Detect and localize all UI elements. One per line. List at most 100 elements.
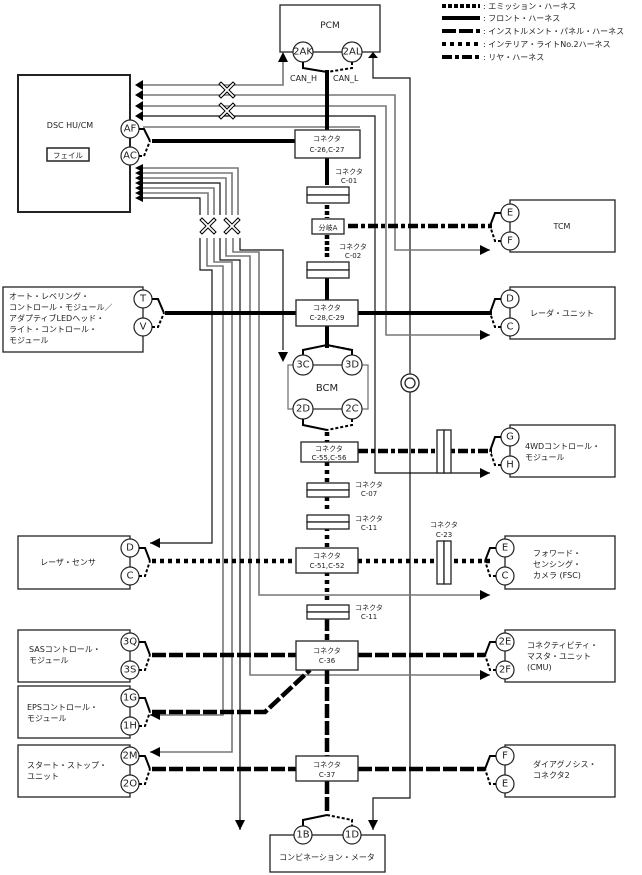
startstop-label-line: スタート・ストップ・: [27, 761, 107, 770]
can-bus-trunk: [152, 70, 492, 812]
cmu-pin-2f-label: 2F: [499, 665, 511, 676]
eps-ip-run: [152, 668, 312, 715]
legend-label-front: : フロント・ハーネス: [483, 14, 560, 23]
fsc-pin-e-label: E: [502, 543, 508, 554]
diag-label-line: ダイアグノシス・: [533, 759, 596, 769]
connector-title: コネクタ: [339, 242, 367, 251]
cmu-label-line: (CMU): [527, 663, 552, 672]
connector-title: コネクタ: [313, 134, 341, 143]
connector-c11-upper[interactable]: コネクタ C-11: [306, 514, 383, 532]
connector-c23[interactable]: コネクタ C-23: [430, 520, 458, 585]
can-l-label: CAN_L: [333, 74, 359, 83]
x-mark-icon: [199, 217, 217, 235]
laser-pin-c-label: C: [127, 571, 134, 582]
eps-pin-1h-label: 1H: [123, 721, 137, 732]
eps-label-line: EPSコントロール・: [27, 703, 98, 712]
start-stop-unit-module[interactable]: スタート・ストップ・ ユニット 2M 2O: [17, 744, 151, 798]
connector-code: C-37: [319, 771, 335, 779]
connector-code: C-02: [345, 252, 361, 260]
meter-pin-1b[interactable]: [293, 825, 313, 845]
connector-c51-c52[interactable]: コネクタ C-51,C-52: [295, 547, 359, 574]
legend-label-instrument-panel: : インストルメント・パネル・ハーネス: [483, 27, 624, 36]
meter-pin-1b-label: 1B: [296, 830, 309, 841]
sas-control-module[interactable]: SASコントロール・ モジュール 3Q 3S: [17, 629, 151, 683]
fsc-label-line: カメラ (FSC): [533, 571, 581, 580]
bcm-pin-3d[interactable]: [341, 354, 363, 376]
laser-sensor-module[interactable]: レーザ・センサ D C: [17, 535, 151, 590]
connector-c01[interactable]: コネクタ C-01: [306, 167, 363, 204]
pcm-label: PCM: [320, 21, 339, 31]
leveling-label-line: コントロール・モジュール／: [9, 303, 112, 312]
connector-c55-c56[interactable]: コネクタ C-55,C-56: [300, 441, 359, 463]
disconnect-marks: [199, 81, 241, 235]
startstop-label-line: ユニット: [27, 772, 59, 781]
connector-c02[interactable]: コネクタ C-02: [306, 242, 367, 279]
laser-pin-d-label: D: [126, 543, 134, 554]
diagnosis-connector-2-module[interactable]: ダイアグノシス・ コネクタ2 F E: [484, 744, 616, 798]
bcm-pin-2c-label: 2C: [345, 404, 358, 415]
fail-badge: [46, 147, 90, 162]
pcm-pin-2al-label: 2AL: [343, 47, 362, 58]
legend-label-interior-light: : インテリア・ライトNo.2ハーネス: [483, 40, 611, 49]
awd-pin-h-label: H: [506, 460, 514, 471]
auto-leveling-module[interactable]: オート・レベリング・ コントロール・モジュール／ アダプティブLEDヘッド・ ラ…: [2, 286, 165, 353]
connector-code: C-26,C-27: [310, 146, 345, 154]
leveling-label-line: ライト・コントロール・: [9, 325, 97, 334]
eps-pin-1g-label: 1G: [123, 693, 137, 704]
eps-control-module[interactable]: EPSコントロール・ モジュール 1G 1H: [17, 685, 151, 739]
branch-a[interactable]: 分岐A: [311, 218, 345, 235]
connector-title: コネクタ: [430, 520, 458, 529]
bcm-pin-3d-label: 3D: [345, 360, 359, 371]
startstop-pin-2o-label: 2O: [123, 779, 137, 790]
connector-c07[interactable]: コネクタ C-07: [306, 480, 383, 498]
x-mark-icon: [223, 217, 241, 235]
connector-c11-lower[interactable]: コネクタ C-11: [306, 603, 383, 621]
fsc-label-line: センシング・: [533, 559, 581, 569]
bcm-label: BCM: [316, 383, 338, 394]
radar-unit-module[interactable]: レーダ・ユニット D C: [489, 286, 616, 340]
dsc-hu-cm-module[interactable]: DSC HU/CM フェイル AF AC: [17, 74, 151, 213]
fsc-pin-c-label: C: [502, 571, 509, 582]
dsc-input-arrows: [135, 80, 143, 202]
fail-badge-label: フェイル: [53, 151, 83, 160]
connector-code: C-28,C-29: [310, 314, 345, 322]
connector-title: コネクタ: [313, 551, 341, 560]
pcm-module[interactable]: PCM 2AK 2AL CAN_H CAN_L: [279, 4, 381, 83]
connector-title: コネクタ: [315, 444, 343, 453]
4wd-control-module[interactable]: 4WDコントロール・ モジュール G H: [489, 424, 616, 478]
meter-pin-1d-label: 1D: [345, 830, 359, 841]
x-mark-icon: [218, 81, 236, 99]
connector-code: C-23: [436, 531, 452, 539]
bcm-pin-3c[interactable]: [292, 354, 314, 376]
meter-pin-1d[interactable]: [342, 825, 362, 845]
connector-code: C-11: [361, 613, 377, 621]
inline-connector-4wd[interactable]: [436, 429, 452, 474]
sas-pin-3s-label: 3S: [124, 665, 137, 676]
connector-title: コネクタ: [355, 480, 383, 489]
connector-c26-c27[interactable]: コネクタ C-26,C-27: [294, 129, 361, 159]
connector-title: コネクタ: [313, 303, 341, 312]
x-mark-icon: [218, 102, 236, 120]
connector-title: コネクタ: [355, 603, 383, 612]
bcm-pin-3c-label: 3C: [296, 360, 309, 371]
cmu-module[interactable]: コネクティビティ・ マスタ・ユニット (CMU) 2E 2F: [484, 629, 616, 683]
signal-lines: [135, 52, 490, 830]
connector-c36[interactable]: コネクタ C-36: [295, 640, 359, 671]
combination-meter-module[interactable]: コンビネーション・メータ 1B 1D: [269, 814, 386, 873]
dsc-label: DSC HU/CM: [47, 121, 94, 130]
connector-c28-c29[interactable]: コネクタ C-28,C-29: [295, 299, 359, 327]
leveling-label-line: アダプティブLEDヘッド・: [9, 313, 104, 323]
bcm-pin-2d-label: 2D: [296, 404, 310, 415]
sas-pin-3q-label: 3Q: [123, 637, 137, 648]
laser-label: レーザ・センサ: [40, 558, 96, 567]
connector-code: C-01: [341, 177, 357, 185]
connector-title: コネクタ: [313, 760, 341, 769]
connector-c37[interactable]: コネクタ C-37: [295, 755, 359, 782]
bcm-module[interactable]: BCM 3C 3D 2D 2C: [287, 343, 369, 431]
forward-sensing-camera-module[interactable]: フォワード・ センシング・ カメラ (FSC) E C: [484, 535, 616, 590]
tcm-pin-e-label: E: [507, 208, 513, 219]
eps-label-line: モジュール: [27, 714, 66, 723]
sas-label-line: モジュール: [29, 656, 68, 665]
tcm-module[interactable]: TCM E F: [489, 199, 616, 253]
connector-code: C-11: [361, 524, 377, 532]
